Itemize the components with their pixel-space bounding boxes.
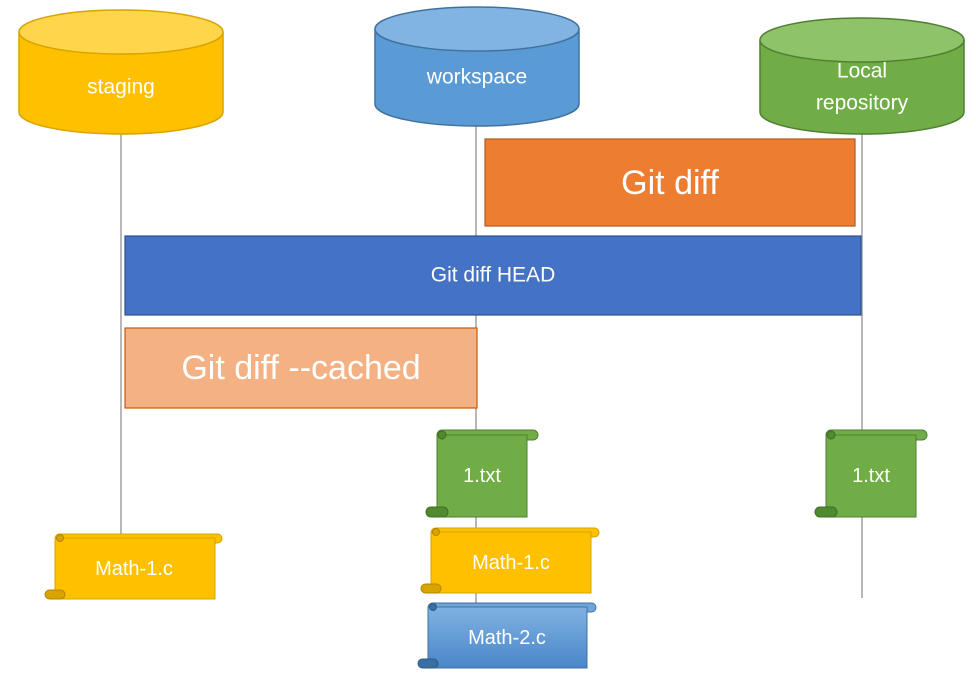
local-repository-cylinder-body [759, 40, 965, 135]
local-repository-cylinder-top [759, 17, 965, 63]
workspace-file-math1-label: Math-1.c [472, 552, 550, 574]
scroll-body [825, 434, 917, 518]
scroll-bottom-roll [425, 506, 449, 518]
scroll-bottom-roll [417, 658, 439, 669]
workspace-file-1txt: 1.txt [425, 429, 539, 518]
staging-cylinder-top [18, 9, 224, 55]
scroll-top-curl [826, 430, 836, 440]
workspace-store: workspace [374, 6, 580, 127]
git-diff-head-command: Git diff HEAD [124, 235, 862, 316]
workspace-cylinder-top [374, 6, 580, 52]
scroll-top-curl [437, 430, 447, 440]
git-diff-cached-label: Git diff --cached [181, 349, 420, 387]
scroll-top-curl [56, 534, 64, 542]
git-diff-command: Git diff [484, 138, 856, 227]
local-file-1txt: 1.txt [814, 429, 928, 518]
git-diff-label: Git diff [621, 164, 719, 202]
git-diff-cached-command: Git diff --cached [124, 327, 478, 409]
workspace-cylinder-body [374, 29, 580, 127]
workspace-file-math2-label: Math-2.c [468, 627, 546, 649]
workspace-label: workspace [426, 66, 527, 89]
git-diff-head-label: Git diff HEAD [431, 264, 555, 287]
scroll-top-curl [429, 603, 437, 611]
scroll-body [436, 434, 528, 518]
workspace-file-1txt-label: 1.txt [463, 465, 501, 487]
scroll-bottom-roll [814, 506, 838, 518]
scroll-body [54, 537, 216, 600]
scroll-body [427, 606, 588, 669]
git-diff-head-box [124, 235, 862, 316]
workspace-file-math2: Math-2.c [417, 602, 597, 669]
staging-file-math1-label: Math-1.c [95, 558, 173, 580]
workspace-file-math1: Math-1.c [420, 527, 600, 594]
git-diff-cached-box [124, 327, 478, 409]
scroll-top-curl [432, 528, 440, 536]
staging-cylinder-body [18, 32, 224, 135]
local-repository-label-line2: repository [816, 92, 909, 115]
local-repository-label-line1: Local [837, 60, 887, 83]
scroll-body [430, 531, 592, 594]
staging-label: staging [87, 76, 155, 99]
scroll-bottom-roll [44, 589, 66, 600]
staging-file-math1: Math-1.c [44, 533, 223, 600]
scroll-bottom-roll [420, 583, 442, 594]
local-file-1txt-label: 1.txt [852, 465, 890, 487]
local-repository-store: Local repository [759, 17, 965, 135]
git-diff-box [484, 138, 856, 227]
staging-store: staging [18, 9, 224, 135]
